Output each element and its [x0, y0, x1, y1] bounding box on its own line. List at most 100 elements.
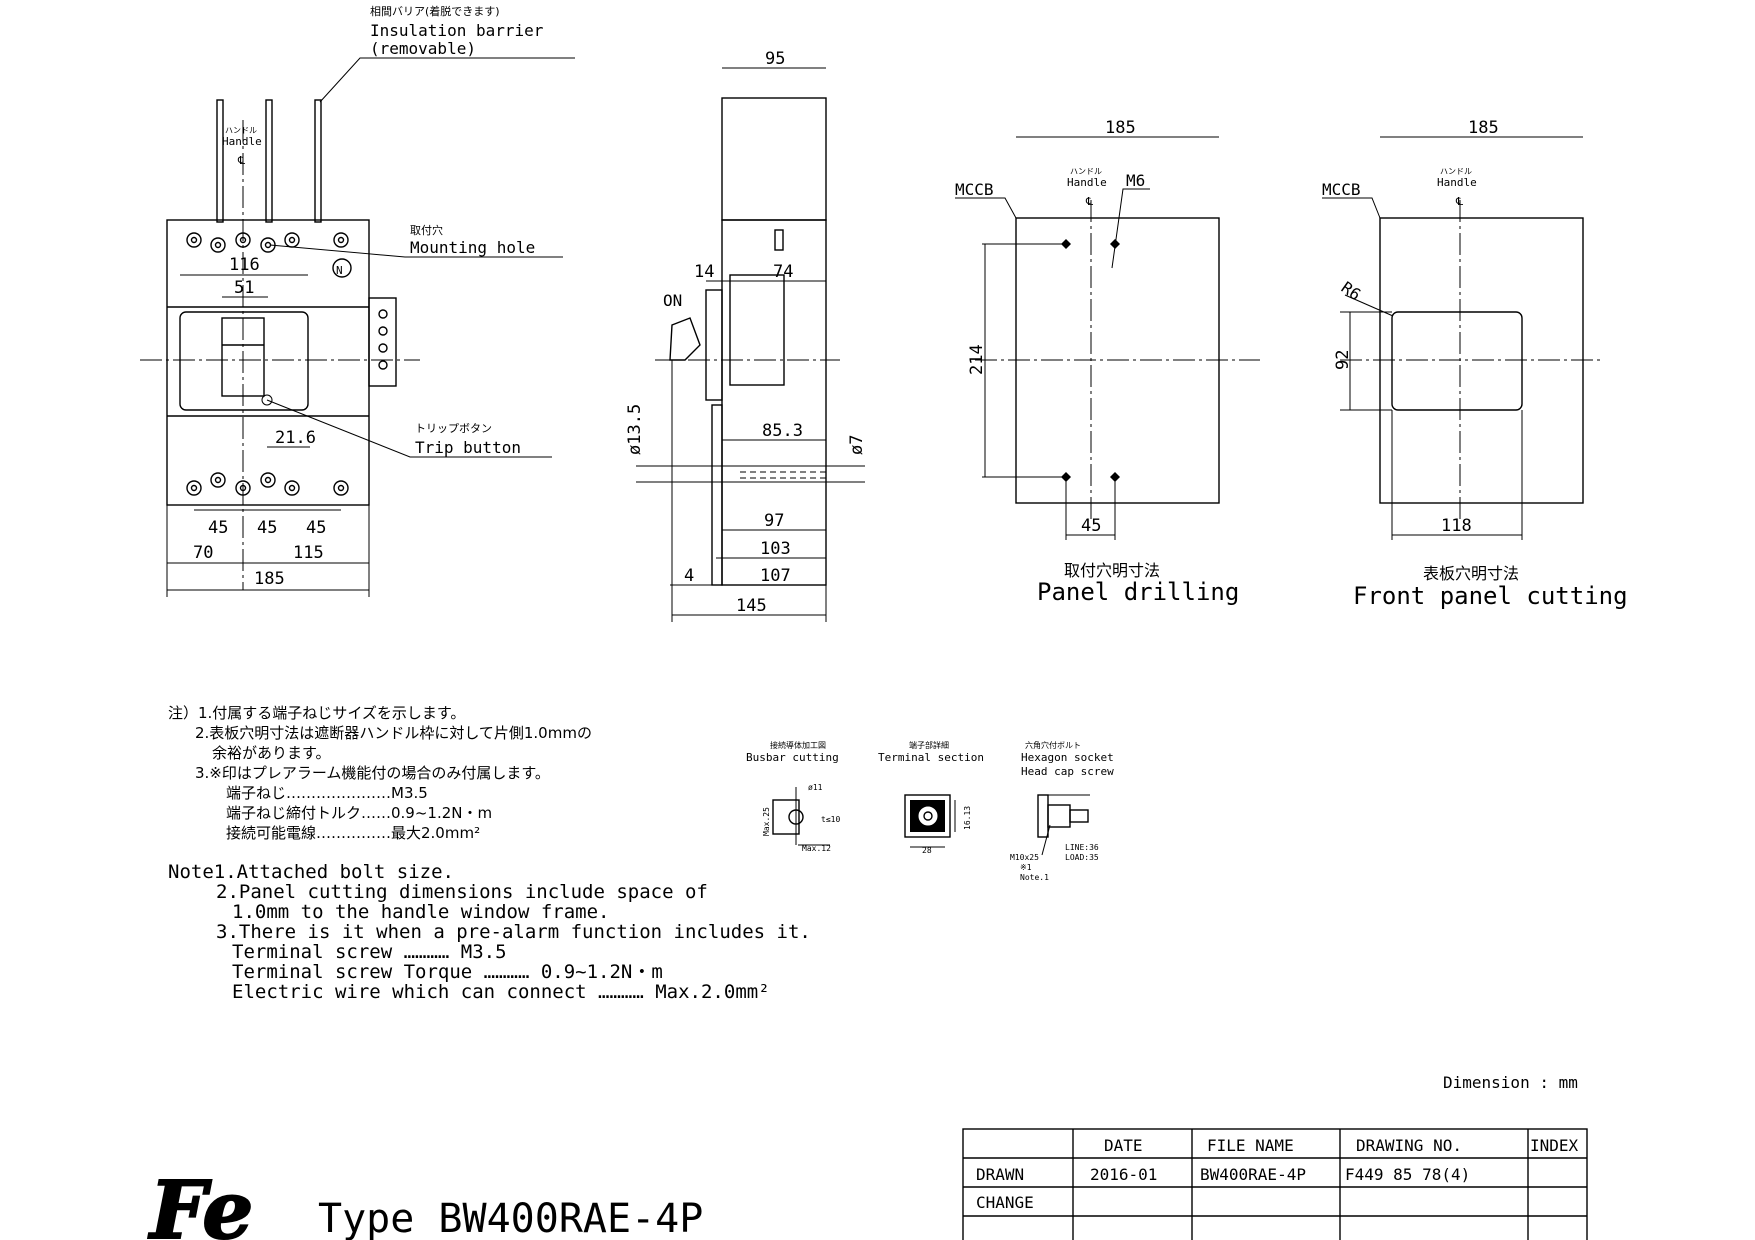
- note-jp-line: 余裕があります。: [212, 744, 331, 762]
- mount-label-jp: 取付穴: [410, 223, 443, 237]
- trip-leader: [266, 399, 552, 458]
- note-jp-line: 3.※印はプレアラーム機能付の場合のみ付属します。: [195, 764, 550, 782]
- neutral-label: N: [336, 264, 343, 277]
- terminal-height: 16.13: [963, 806, 972, 830]
- breaker-body: [166, 219, 370, 506]
- drawn-drawing-no: F449 85 78(4): [1345, 1165, 1470, 1184]
- handle-label-jp: ハンドル: [1440, 167, 1472, 176]
- note-en-line: 2.Panel cutting dimensions include space…: [216, 881, 708, 903]
- fe-logo: Fe: [147, 1162, 254, 1240]
- busbar-thickness: t≤10: [821, 815, 840, 824]
- dim-74: 74: [773, 262, 793, 282]
- barrier-plate: [314, 99, 322, 223]
- screw-length-line: LINE:36: [1065, 843, 1099, 852]
- busbar-detail: 接続導体加工図 Busbar cutting ø11 t≤10 Max.25 M…: [746, 740, 840, 853]
- handle-cutout: [1391, 311, 1523, 411]
- barrier-leader: [319, 57, 575, 103]
- panel-drilling-title-en: Panel drilling: [1037, 578, 1239, 606]
- dim-185: 185: [1105, 118, 1136, 138]
- screw-label-en1: Hexagon socket: [1021, 751, 1114, 764]
- front-panel-cutting: 185 MCCB ハンドル Handle ℄ R6 92 118 表板穴明寸法 …: [1322, 118, 1628, 610]
- panel-drilling: 185 MCCB ハンドル Handle ℄ M6 214 45 取付穴明寸法 …: [955, 118, 1260, 606]
- dim-45: 45: [257, 518, 277, 538]
- dim-95: 95: [765, 49, 785, 69]
- mccb-label: MCCB: [955, 180, 994, 199]
- handle-label-en: Handle: [1437, 176, 1477, 189]
- row-label-change: CHANGE: [976, 1193, 1034, 1212]
- barrier-plate: [265, 99, 273, 223]
- mccb-label: MCCB: [1322, 180, 1361, 199]
- note-en-line: 3.There is it when a pre-alarm function …: [216, 921, 811, 943]
- dim-14: 14: [694, 262, 714, 282]
- front-view: 相間バリア(着脱できます) Insulation barrier (remova…: [140, 4, 575, 597]
- dim-118: 118: [1441, 516, 1472, 536]
- side-handle: [669, 317, 701, 361]
- prealarm-terminal-block: [368, 297, 397, 387]
- cutting-title-en: Front panel cutting: [1353, 582, 1628, 610]
- note-en-line: Terminal screw Torque ………… 0.9~1.2N・m: [232, 961, 663, 983]
- busbar-length: Max.12: [802, 844, 831, 853]
- terminal-label-en: Terminal section: [878, 751, 984, 764]
- side-frame: [705, 289, 723, 401]
- screw-detail: 六角穴付ボルト Hexagon socket Head cap screw M1…: [1010, 740, 1114, 882]
- drawn-file-name: BW400RAE-4P: [1200, 1165, 1306, 1184]
- type-label: Type BW400RAE-4P: [318, 1196, 703, 1240]
- trip-label-jp: トリップボタン: [415, 422, 492, 435]
- dim-70: 70: [193, 543, 213, 563]
- on-label: ON: [663, 291, 682, 310]
- dim-97: 97: [764, 511, 784, 531]
- bottom-terminals: [186, 472, 349, 496]
- dim-92: 92: [1333, 350, 1353, 370]
- busbar-label-en: Busbar cutting: [746, 751, 839, 764]
- dim-51: 51: [234, 278, 254, 298]
- dim-107: 107: [760, 566, 791, 586]
- note-en-line: Note1.Attached bolt size.: [168, 861, 454, 883]
- handle-label-jp: ハンドル: [225, 126, 257, 135]
- note-jp-line: 注）1.付属する端子ねじサイズを示します。: [168, 704, 465, 722]
- dim-21-6: 21.6: [275, 428, 316, 448]
- barrier-label-en: Insulation barrier: [370, 21, 544, 40]
- screw-mark: ※1: [1020, 863, 1032, 872]
- drawn-date: 2016-01: [1090, 1165, 1157, 1184]
- note-en-line: Terminal screw ………… M3.5: [232, 941, 507, 963]
- barrier-label-jp: 相間バリア(着脱できます): [370, 4, 500, 18]
- dim-45: 45: [208, 518, 228, 538]
- handle-label-en: Handle: [1067, 176, 1107, 189]
- radius-label: R6: [1338, 278, 1365, 305]
- dim-45: 45: [306, 518, 326, 538]
- panel-drilling-title-jp: 取付穴明寸法: [1064, 561, 1160, 580]
- note-jp-line: 2.表板穴明寸法は遮断器ハンドル枠に対して片側1.0mmの: [195, 724, 592, 742]
- screw-length-load: LOAD:35: [1065, 853, 1099, 862]
- header-index: INDEX: [1530, 1136, 1579, 1155]
- terminal-width: 28: [922, 846, 932, 855]
- dim-115: 115: [293, 543, 324, 563]
- dim-dia-13-5: ø13.5: [625, 404, 645, 455]
- dim-4: 4: [684, 566, 694, 586]
- note-jp-line: 端子ねじ…………………M3.5: [226, 784, 428, 802]
- terminal-detail: 端子部詳細 Terminal section 28 16.13: [878, 740, 984, 855]
- dim-dia-7: ø7: [847, 435, 867, 455]
- mount-label-en: Mounting hole: [410, 238, 535, 257]
- dim-145: 145: [736, 596, 767, 616]
- note-en-line: 1.0mm to the handle window frame.: [232, 901, 610, 923]
- centerline-symbol: ℄: [237, 154, 245, 167]
- header-date: DATE: [1104, 1136, 1143, 1155]
- barrier-side: [721, 97, 827, 221]
- note-jp-line: 接続可能電線……………最大2.0mm²: [226, 824, 480, 842]
- centerline-symbol: ℄: [1085, 195, 1093, 208]
- dim-116: 116: [229, 255, 260, 275]
- thread-label: M6: [1126, 171, 1145, 190]
- top-terminals: [186, 232, 349, 253]
- centerline-symbol: ℄: [1455, 195, 1463, 208]
- dim-85-3: 85.3: [762, 421, 803, 441]
- busbar-label-jp: 接続導体加工図: [770, 740, 826, 750]
- dim-185: 185: [254, 569, 285, 589]
- side-view: 95 ON 14 74 ø13.5 85.3 ø7 97 103 4 107 1…: [625, 49, 867, 622]
- handle: [221, 317, 265, 397]
- row-label-drawn: DRAWN: [976, 1165, 1024, 1184]
- handle-label-jp: ハンドル: [1070, 167, 1102, 176]
- barrier-label-en2: (removable): [370, 39, 476, 58]
- screw-label-jp: 六角穴付ボルト: [1025, 740, 1081, 750]
- neutral-marker: [332, 258, 352, 278]
